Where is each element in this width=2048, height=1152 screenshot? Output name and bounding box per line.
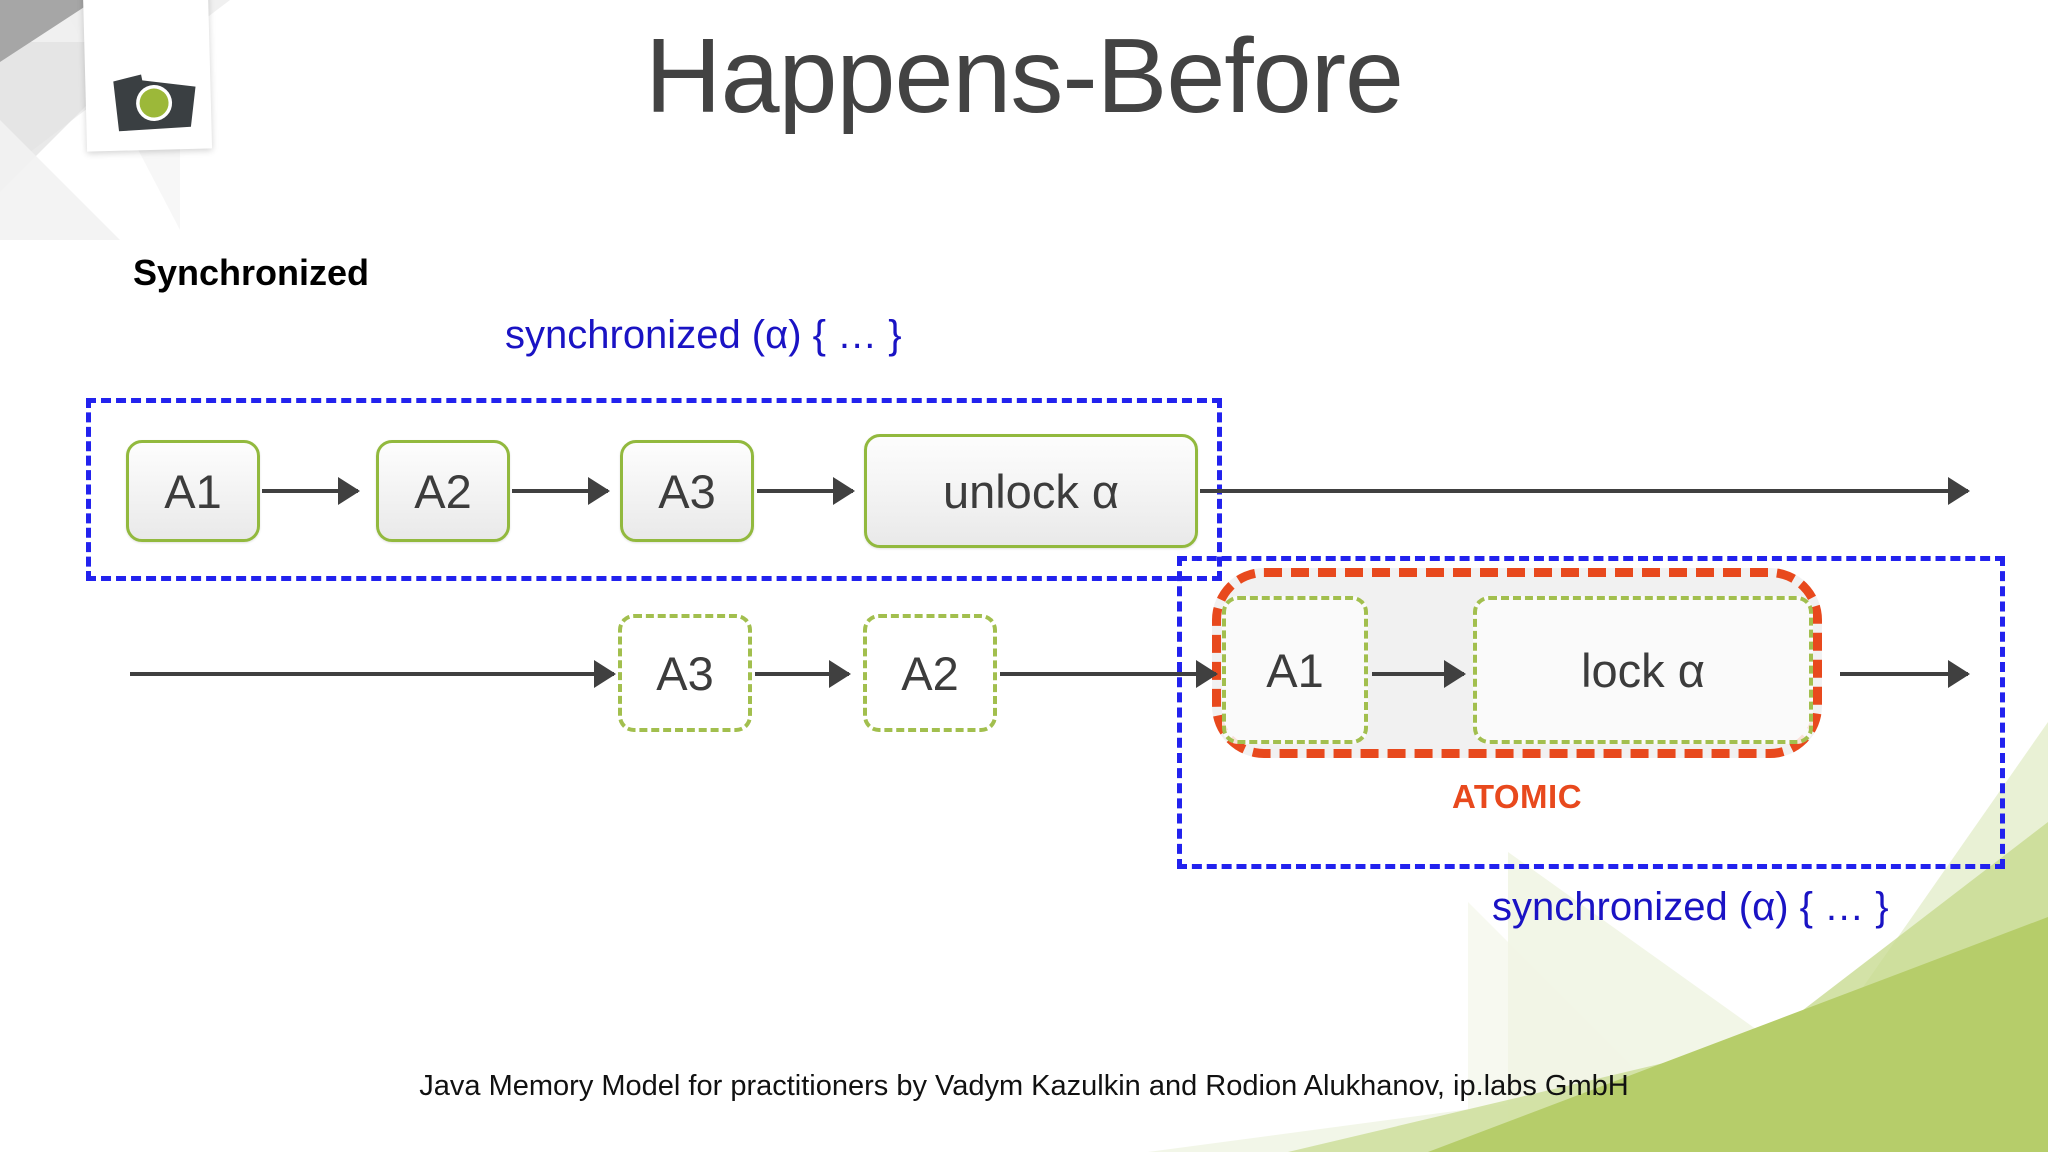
synchronized-region-bottom <box>1177 556 2005 869</box>
arrow-a3-to-a2-bottom <box>755 672 849 676</box>
code-label-synchronized-bottom: synchronized (α) { … } <box>1492 885 1889 929</box>
page-title: Happens-Before <box>645 17 1404 135</box>
arrow-thread-top-continue <box>1200 489 1968 493</box>
node-a2-bottom: A2 <box>863 614 997 732</box>
section-heading-synchronized: Synchronized <box>133 252 370 293</box>
arrow-a3-to-unlock-top <box>757 489 853 493</box>
node-label: A2 <box>414 464 472 518</box>
arrow-thread-bottom-continue <box>1840 672 1968 676</box>
node-unlock-alpha: unlock α <box>864 434 1198 548</box>
node-a1-bottom: A1 <box>1222 596 1368 744</box>
ip-labs-camera-logo-icon <box>111 69 199 134</box>
node-a2-top: A2 <box>376 440 510 542</box>
node-label: A3 <box>658 464 716 518</box>
node-a1-top: A1 <box>126 440 260 542</box>
arrow-a2-to-a1-bottom <box>1000 672 1216 676</box>
node-label: lock α <box>1581 643 1705 697</box>
arrow-a1-to-lock-bottom <box>1372 672 1464 676</box>
code-label-synchronized-top: synchronized (α) { … } <box>505 313 902 357</box>
arrow-thread-bottom-incoming <box>130 672 614 676</box>
node-a3-top: A3 <box>620 440 754 542</box>
node-lock-alpha: lock α <box>1473 596 1813 744</box>
node-label: A2 <box>901 646 959 700</box>
node-label: unlock α <box>942 464 1120 518</box>
atomic-label: ATOMIC <box>1451 778 1583 815</box>
slide-footer: Java Memory Model for practitioners by V… <box>419 1070 1629 1102</box>
arrow-a1-to-a2-top <box>262 489 358 493</box>
node-label: A3 <box>656 646 714 700</box>
node-label: A1 <box>1266 643 1324 697</box>
node-a3-bottom: A3 <box>618 614 752 732</box>
node-label: A1 <box>164 464 222 518</box>
arrow-a2-to-a3-top <box>512 489 608 493</box>
